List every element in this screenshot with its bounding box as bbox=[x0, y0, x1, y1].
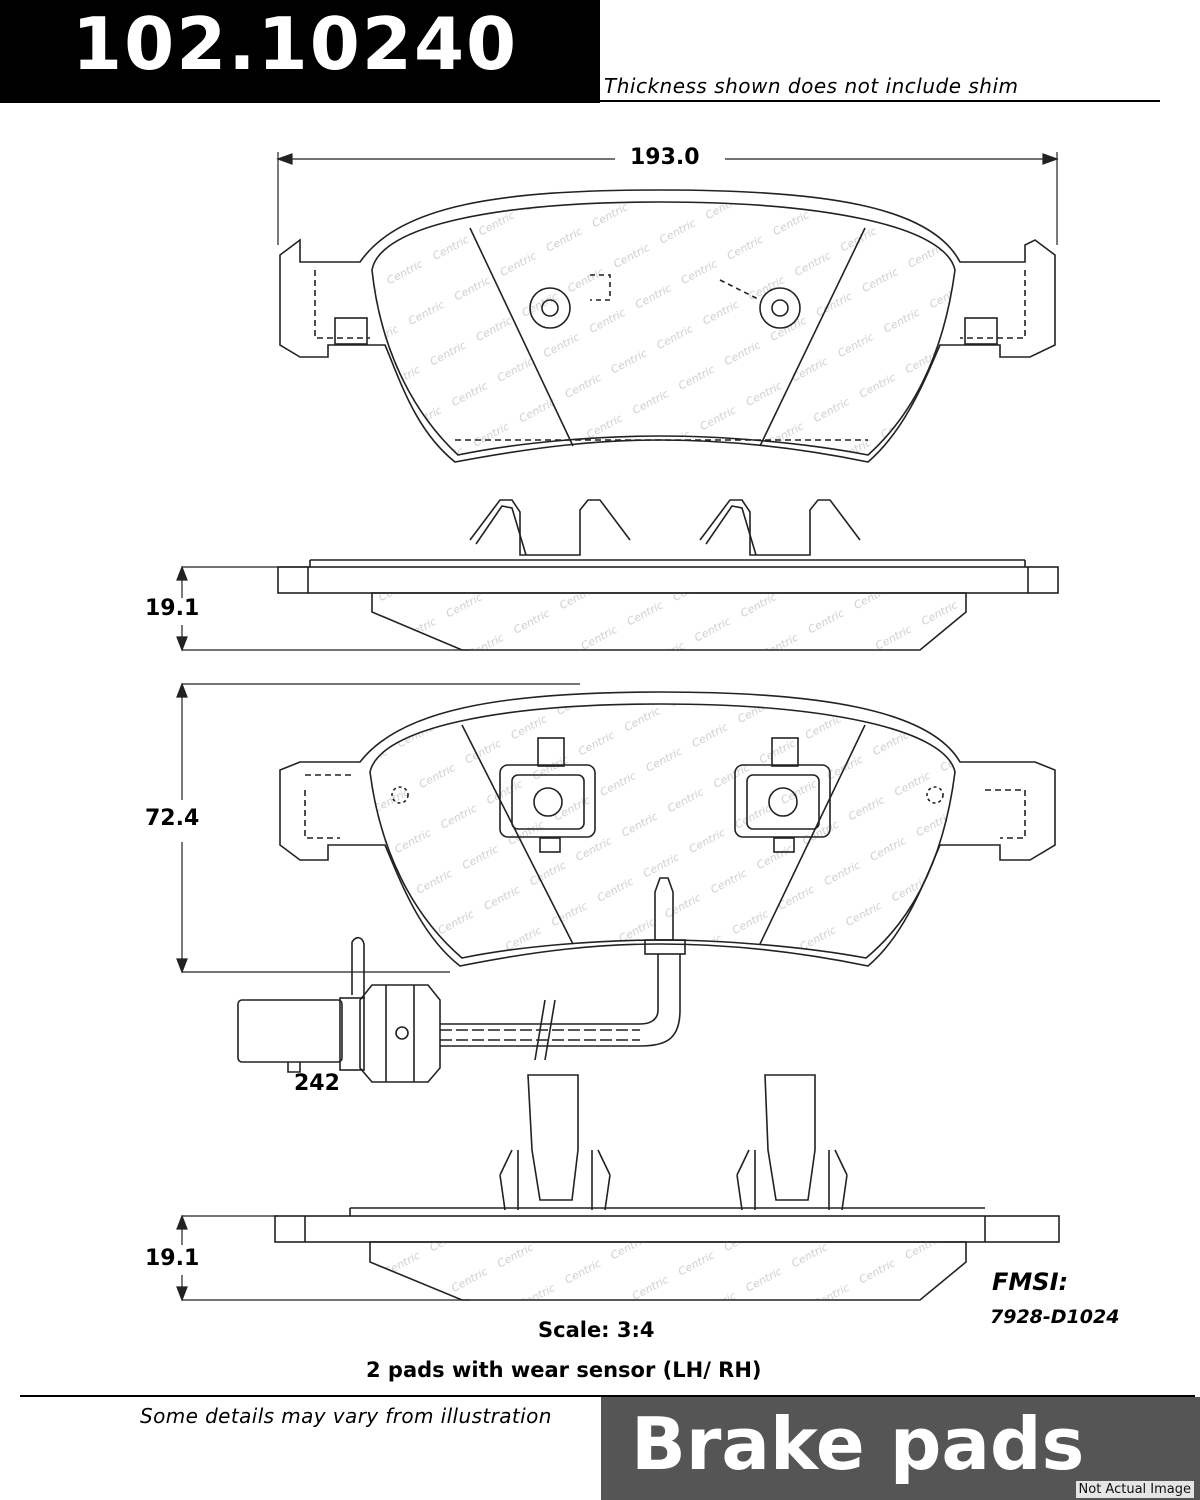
bottom-pad-clips bbox=[499, 1074, 848, 1211]
top-pad-face bbox=[279, 189, 1056, 463]
width-dimension bbox=[276, 152, 1059, 245]
pads-description: 2 pads with wear sensor (LH/ RH) bbox=[366, 1358, 762, 1382]
fmsi-label: FMSI: bbox=[992, 1268, 1069, 1296]
fmsi-code: 7928-D1024 bbox=[990, 1306, 1120, 1328]
height-dimension bbox=[176, 682, 580, 974]
not-actual-image-note: Not Actual Image bbox=[1075, 1481, 1194, 1498]
category-banner: Brake pads Not Actual Image bbox=[601, 1397, 1200, 1500]
category-label: Brake pads bbox=[631, 1402, 1085, 1486]
sensor-length-label: 242 bbox=[294, 1071, 340, 1096]
variance-note: Some details may vary from illustration bbox=[140, 1404, 552, 1428]
bottom-thickness-dimension bbox=[176, 1214, 470, 1302]
top-thickness-dimension bbox=[176, 565, 470, 652]
thickness-note: Thickness shown does not include shim bbox=[604, 74, 1019, 98]
top-pad-clips bbox=[469, 499, 861, 556]
width-label: 193.0 bbox=[630, 145, 700, 170]
part-number: 102.10240 bbox=[72, 2, 519, 86]
bottom-thickness-label: 19.1 bbox=[145, 1246, 200, 1271]
top-rule bbox=[600, 100, 1160, 102]
footer-rule bbox=[20, 1395, 1195, 1397]
wear-sensor bbox=[237, 877, 686, 1083]
height-label: 72.4 bbox=[145, 806, 200, 831]
top-pad-edge bbox=[277, 559, 1059, 651]
bottom-pad-edge bbox=[274, 1207, 1060, 1301]
bottom-pad-face bbox=[279, 691, 1056, 967]
part-number-banner: 102.10240 bbox=[0, 0, 600, 103]
scale-label: Scale: 3:4 bbox=[538, 1318, 655, 1342]
top-thickness-label: 19.1 bbox=[145, 596, 200, 621]
